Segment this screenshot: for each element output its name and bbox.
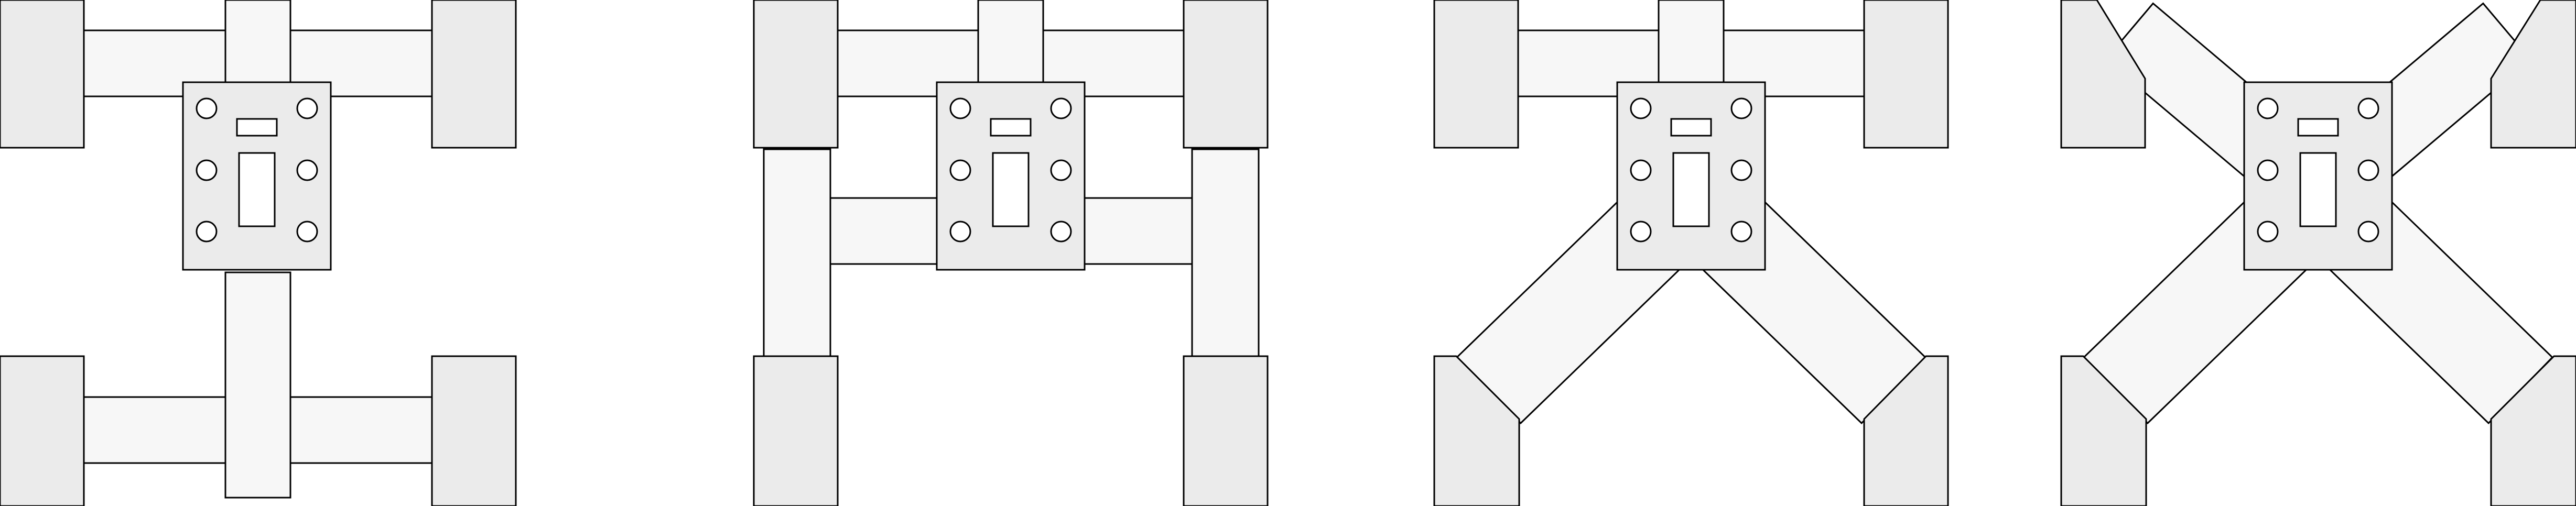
mounting-hole (1050, 97, 1072, 119)
mounting-hole (1050, 221, 1072, 243)
lower-spine-arm (224, 271, 291, 499)
mounting-hole (1630, 221, 1652, 243)
mounting-hole (196, 97, 218, 119)
mounting-hole (1730, 221, 1752, 243)
battery-slot (238, 152, 276, 227)
mounting-hole (1050, 159, 1072, 181)
battery-slot (992, 152, 1030, 227)
foot-pad-top-left (2060, 0, 2146, 149)
arm-mid-right (1084, 197, 1193, 265)
battery-slot (2299, 152, 2337, 227)
mounting-hole (949, 97, 971, 119)
top-stub-arm (977, 0, 1044, 87)
mounting-hole (1630, 159, 1652, 181)
arm-lower-right (289, 396, 433, 464)
foot-pad-top-right (1863, 0, 1949, 149)
connector-slot (2297, 118, 2339, 137)
mounting-hole (296, 159, 318, 181)
foot-pad-bottom-right (1863, 355, 1949, 506)
connector-slot (990, 118, 1032, 137)
top-stub-arm (1658, 0, 1725, 87)
leg-left (763, 148, 831, 360)
top-stub-arm (224, 0, 291, 87)
mounting-hole (949, 221, 971, 243)
mounting-hole (196, 221, 218, 243)
mounting-hole (1730, 159, 1752, 181)
mounting-hole (2357, 159, 2379, 181)
mounting-hole (2257, 97, 2279, 119)
foot-pad-top-left (0, 0, 85, 149)
foot-pad-bottom-right (2490, 355, 2576, 506)
foot-pad-top-right (2490, 0, 2576, 149)
foot-pad-bottom-right (431, 355, 517, 506)
mounting-hole (2257, 221, 2279, 243)
mounting-hole (2257, 159, 2279, 181)
variant-4-x-frame (2060, 0, 2576, 506)
mounting-hole (2357, 221, 2379, 243)
mounting-hole (296, 97, 318, 119)
foot-pad-top-right (431, 0, 517, 149)
foot-pad-bottom-left (1433, 355, 1520, 506)
arm-mid-left (829, 197, 938, 265)
mounting-hole (2357, 97, 2379, 119)
connector-slot (1670, 118, 1712, 137)
mounting-hole (196, 159, 218, 181)
foot-pad-bottom-left (753, 355, 839, 506)
battery-slot (1672, 152, 1710, 227)
foot-pad-top-right (1183, 0, 1269, 149)
foot-pad-top-left (1433, 0, 1519, 149)
foot-pad-top-left (753, 0, 839, 149)
mounting-hole (296, 221, 318, 243)
foot-pad-bottom-left (0, 355, 85, 506)
mounting-hole (949, 159, 971, 181)
mounting-hole (1730, 97, 1752, 119)
variant-1-double-h-frame (0, 0, 517, 506)
variant-3-y-frame (1433, 0, 1949, 506)
connector-slot (236, 118, 278, 137)
foot-pad-bottom-right (1183, 355, 1269, 506)
foot-pad-bottom-left (2060, 355, 2147, 506)
variant-2-h-frame (753, 0, 1269, 506)
arm-lower-left (83, 396, 226, 464)
leg-right (1191, 148, 1260, 360)
mounting-hole (1630, 97, 1652, 119)
